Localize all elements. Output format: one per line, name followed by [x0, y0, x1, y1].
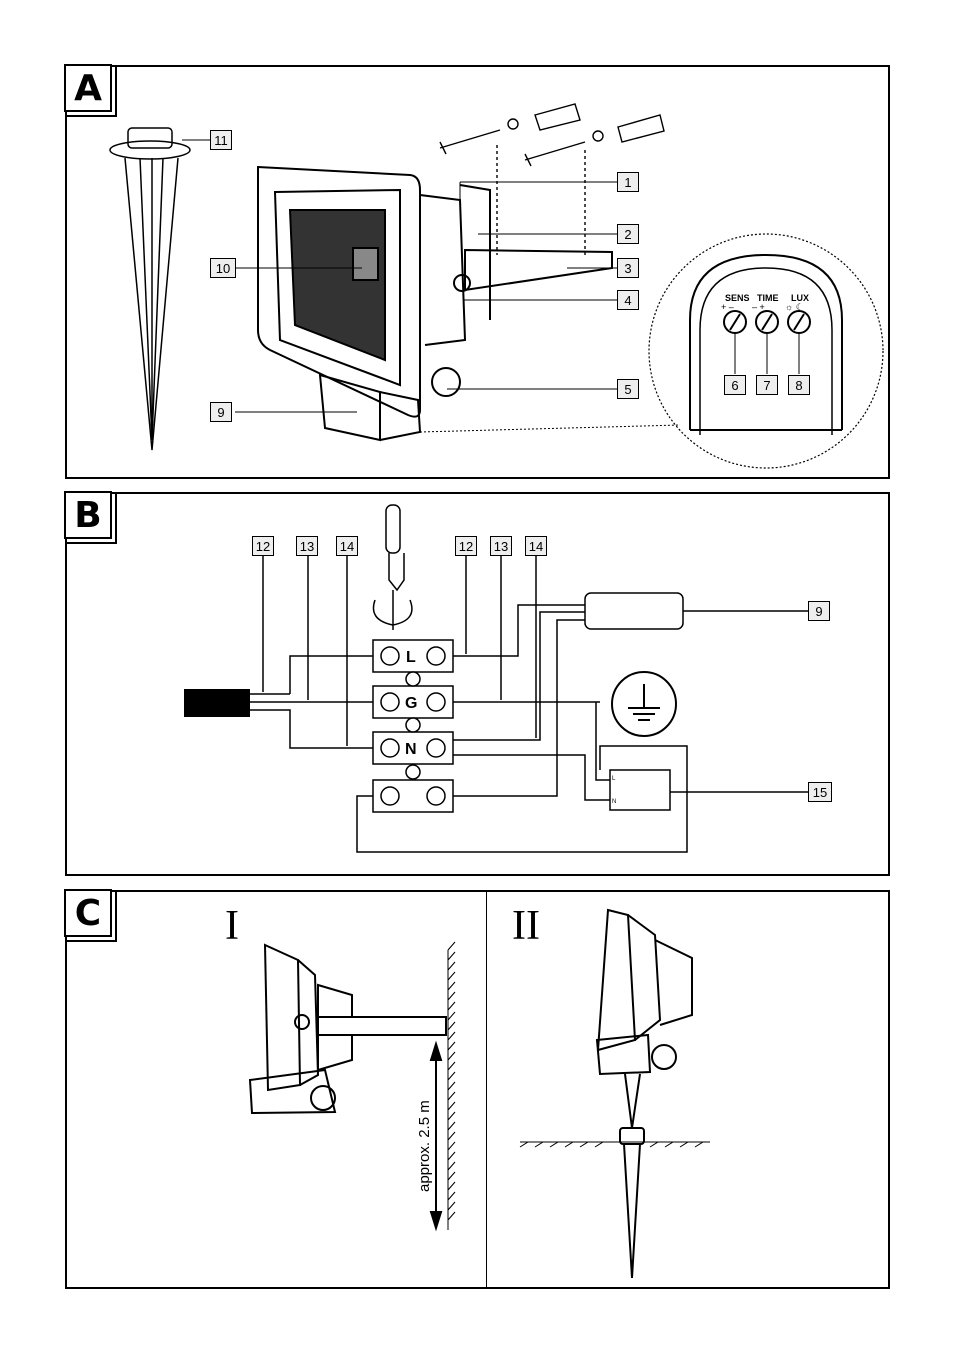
wires	[250, 556, 808, 853]
ground-spike	[109, 127, 191, 451]
dial-label-time: TIME	[757, 293, 779, 303]
screwdriver	[372, 504, 413, 630]
earth-symbol-icon	[611, 671, 677, 737]
numeral-i: I	[225, 903, 239, 949]
lamp-term-n: N	[612, 799, 616, 805]
ground-line	[519, 1141, 710, 1148]
panel-b-tag-shadow	[65, 492, 117, 544]
dial-signs-lux: ☼ ☾	[785, 302, 804, 312]
callout-11: 11	[210, 130, 232, 150]
height-label: approx. 2.5 m	[416, 1100, 433, 1192]
callout-9: 9	[210, 402, 232, 422]
panel-b	[65, 492, 890, 876]
callout-b-14-right: 14	[525, 536, 547, 556]
panel-b-letter: B	[64, 491, 112, 539]
panel-a-tag-shadow	[65, 65, 117, 117]
callout-5: 5	[617, 379, 639, 399]
terminal-l-label: L	[406, 649, 416, 666]
numeral-ii: II	[512, 903, 540, 949]
panel-a-letter: A	[64, 64, 112, 112]
panel-c-letter: C	[64, 889, 112, 937]
panel-c-tag-shadow	[65, 890, 117, 942]
lamp-term-l: L	[612, 776, 616, 782]
callout-b-15: 15	[808, 782, 832, 802]
callout-b-14-left: 14	[336, 536, 358, 556]
callout-2: 2	[617, 224, 639, 244]
sensor-box	[584, 592, 684, 630]
wall-hatch	[447, 941, 456, 1230]
leaders-a	[182, 139, 617, 413]
callout-b-12-right: 12	[455, 536, 477, 556]
callout-b-12-left: 12	[252, 536, 274, 556]
dial-label-lux: LUX	[791, 293, 809, 303]
supply-cable	[184, 689, 250, 717]
terminal-g-label: G	[405, 695, 417, 712]
panel-c-divider	[486, 890, 487, 1289]
callout-b-13-right: 13	[490, 536, 512, 556]
panel-c	[65, 890, 890, 1289]
callout-b-13-left: 13	[296, 536, 318, 556]
callout-6: 6	[724, 375, 746, 395]
callout-10: 10	[210, 258, 236, 278]
dial-signs-sens: + –	[721, 302, 734, 312]
spike-mounted-light	[595, 908, 693, 1279]
callout-8: 8	[788, 375, 810, 395]
callout-1: 1	[617, 172, 639, 192]
wall-mounted-light	[248, 943, 447, 1115]
dial-label-sens: SENS	[725, 293, 750, 303]
terminal-n-label: N	[405, 741, 417, 758]
panel-a	[65, 65, 890, 479]
floodlight-housing	[257, 165, 613, 442]
height-arrow	[429, 1040, 443, 1232]
dial-signs-time: – +	[752, 302, 765, 312]
callout-b-9: 9	[808, 601, 830, 621]
callout-3: 3	[617, 258, 639, 278]
sensor-closeup	[419, 233, 884, 469]
callout-7: 7	[756, 375, 778, 395]
lamp-box	[609, 769, 671, 811]
screws-and-dowels	[439, 103, 665, 255]
callout-4: 4	[617, 290, 639, 310]
terminal-blocks	[372, 639, 454, 813]
